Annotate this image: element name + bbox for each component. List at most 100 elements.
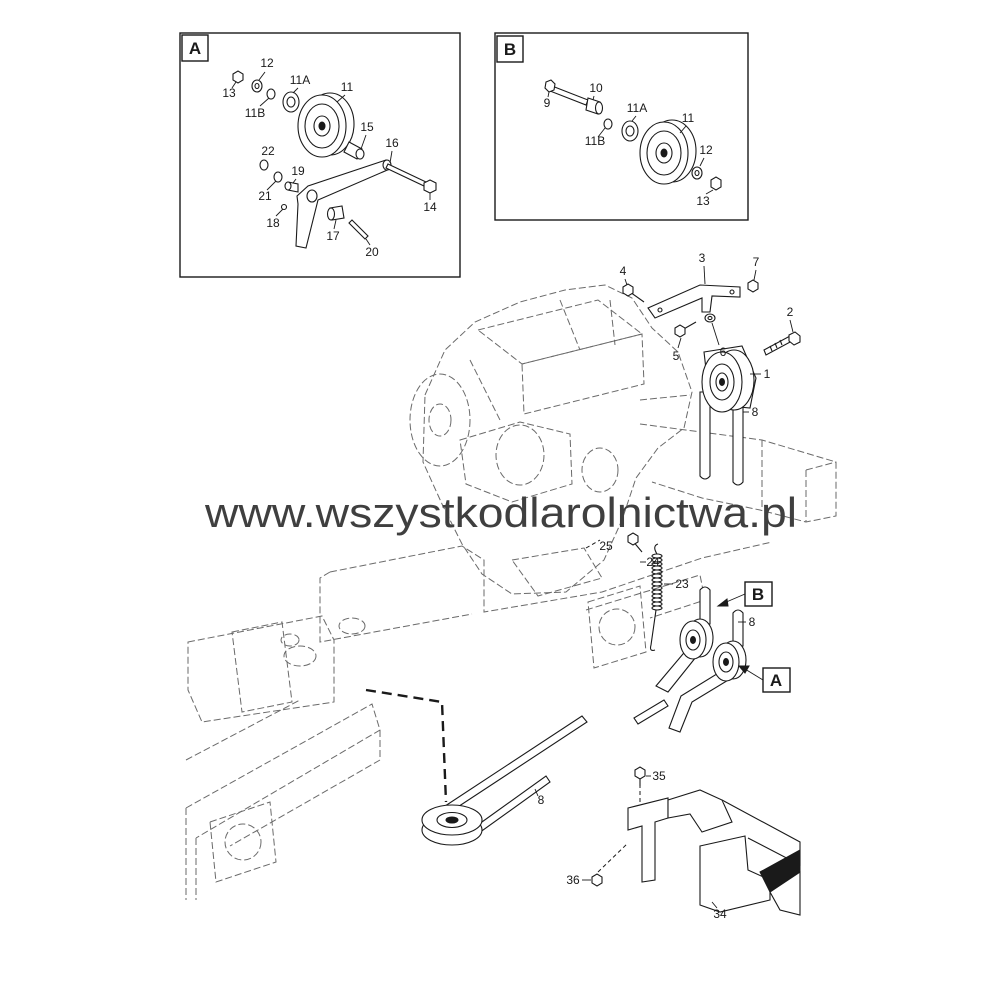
bracket-hole bbox=[729, 289, 735, 295]
bolt-9 bbox=[544, 79, 589, 106]
belt-8-lower bbox=[699, 586, 744, 647]
pulley-bore bbox=[318, 121, 326, 131]
b-callout-12: 12 bbox=[699, 143, 713, 157]
leader-line bbox=[711, 322, 720, 346]
spring-coil bbox=[651, 597, 663, 603]
spring-coil bbox=[651, 581, 663, 587]
leader-line bbox=[699, 157, 705, 167]
leader-line bbox=[547, 91, 550, 98]
link-dash-25 bbox=[585, 539, 601, 549]
leader-line bbox=[266, 180, 277, 191]
idler-pulley-b bbox=[655, 618, 714, 693]
washer-12-hole bbox=[254, 82, 260, 90]
spacer-17 bbox=[326, 205, 345, 221]
spacer-end bbox=[594, 101, 604, 115]
inset-b-callouts: 9 10 11A 11 11B 12 13 bbox=[544, 81, 713, 208]
pulley-hub bbox=[445, 816, 459, 824]
belt-8-upper bbox=[699, 391, 744, 486]
inset-a-leaders bbox=[231, 71, 431, 246]
reference-a-label: A bbox=[770, 671, 782, 690]
drive-link-dash bbox=[365, 688, 448, 803]
leader-line bbox=[360, 134, 367, 150]
cylinder-head bbox=[521, 333, 645, 415]
bracket-3 bbox=[647, 284, 741, 319]
leader-line bbox=[275, 208, 284, 217]
main-callouts: 4 3 7 2 6 5 1 8 25 24 23 8 8 35 36 34 bbox=[538, 251, 794, 921]
a-callout-11a: 11A bbox=[290, 73, 310, 87]
leader-line bbox=[231, 81, 237, 89]
manifold bbox=[459, 421, 573, 503]
belt-strand bbox=[732, 397, 744, 486]
callout-5: 5 bbox=[673, 349, 680, 363]
leader-line bbox=[677, 337, 682, 349]
valve-cover bbox=[476, 299, 644, 365]
callout-8-mid: 8 bbox=[749, 615, 756, 629]
leader-line bbox=[705, 189, 714, 195]
pulley-bore bbox=[719, 378, 725, 386]
leader-line bbox=[336, 94, 346, 103]
leader-line bbox=[333, 219, 337, 230]
callout-25: 25 bbox=[599, 539, 613, 553]
b-callout-11: 11 bbox=[682, 111, 695, 125]
bolt-head bbox=[544, 79, 556, 93]
leader-line bbox=[292, 178, 297, 184]
leader-line bbox=[753, 269, 757, 281]
spacer-end bbox=[355, 148, 365, 160]
bracket-plate-right bbox=[699, 835, 771, 913]
callout-2: 2 bbox=[787, 305, 794, 319]
spacer-10 bbox=[585, 97, 604, 115]
reference-b-label: B bbox=[752, 585, 764, 604]
flange-bore-mid bbox=[598, 608, 636, 646]
inset-b-leaders bbox=[547, 91, 714, 195]
a-callout-12: 12 bbox=[260, 56, 274, 70]
arm-pivot-hole bbox=[306, 189, 318, 203]
a-callout-22: 22 bbox=[261, 144, 275, 158]
callout-3: 3 bbox=[699, 251, 706, 265]
spacer-end bbox=[326, 207, 336, 221]
b-callout-11b: 11B bbox=[585, 134, 605, 148]
bolt-24 bbox=[627, 532, 643, 553]
bracket-hole bbox=[657, 307, 663, 313]
engine-detail bbox=[469, 299, 691, 421]
spring-coil bbox=[651, 605, 663, 611]
washer-11b bbox=[603, 118, 613, 130]
callout-35: 35 bbox=[652, 769, 666, 783]
right-rail-detail bbox=[761, 440, 837, 522]
callout-1: 1 bbox=[764, 367, 771, 381]
bracket-rail-end bbox=[769, 870, 801, 916]
a-callout-16: 16 bbox=[385, 136, 399, 150]
leader-line bbox=[624, 278, 628, 286]
b-callout-13: 13 bbox=[696, 194, 710, 208]
a-callout-21: 21 bbox=[258, 189, 272, 203]
a-callout-13: 13 bbox=[222, 86, 236, 100]
b-callout-11a: 11A bbox=[627, 101, 647, 115]
b-callout-9: 9 bbox=[544, 96, 551, 110]
a-callout-18: 18 bbox=[266, 216, 280, 230]
reference-a-arrow bbox=[744, 668, 764, 681]
flange-bore-left bbox=[224, 823, 262, 861]
spring-23 bbox=[649, 543, 663, 651]
watermark: www.wszystkodlarolnictwa.pl bbox=[204, 489, 797, 536]
callout-6: 6 bbox=[720, 345, 727, 359]
washer-6-hole bbox=[707, 315, 713, 321]
callout-23: 23 bbox=[675, 577, 689, 591]
leader-line bbox=[258, 71, 266, 81]
bracket-34 bbox=[627, 789, 801, 916]
arm-bracket bbox=[295, 159, 393, 249]
pulley-bore bbox=[723, 658, 729, 666]
leader-line bbox=[789, 319, 794, 333]
spring-coil bbox=[651, 601, 663, 607]
washer-12-hole bbox=[694, 169, 700, 177]
engine-outline bbox=[422, 284, 693, 595]
flange-plate-mid bbox=[587, 585, 647, 669]
spacer-19 bbox=[284, 181, 299, 193]
idler-pulley-a bbox=[668, 640, 747, 733]
leader-line bbox=[711, 901, 718, 909]
pulley-11 bbox=[639, 119, 697, 185]
nut-14 bbox=[423, 179, 437, 194]
leader-line bbox=[389, 150, 393, 164]
pulley-bore bbox=[660, 148, 668, 158]
bolt-35 bbox=[634, 766, 646, 786]
bearing-11a-inner bbox=[625, 125, 635, 137]
